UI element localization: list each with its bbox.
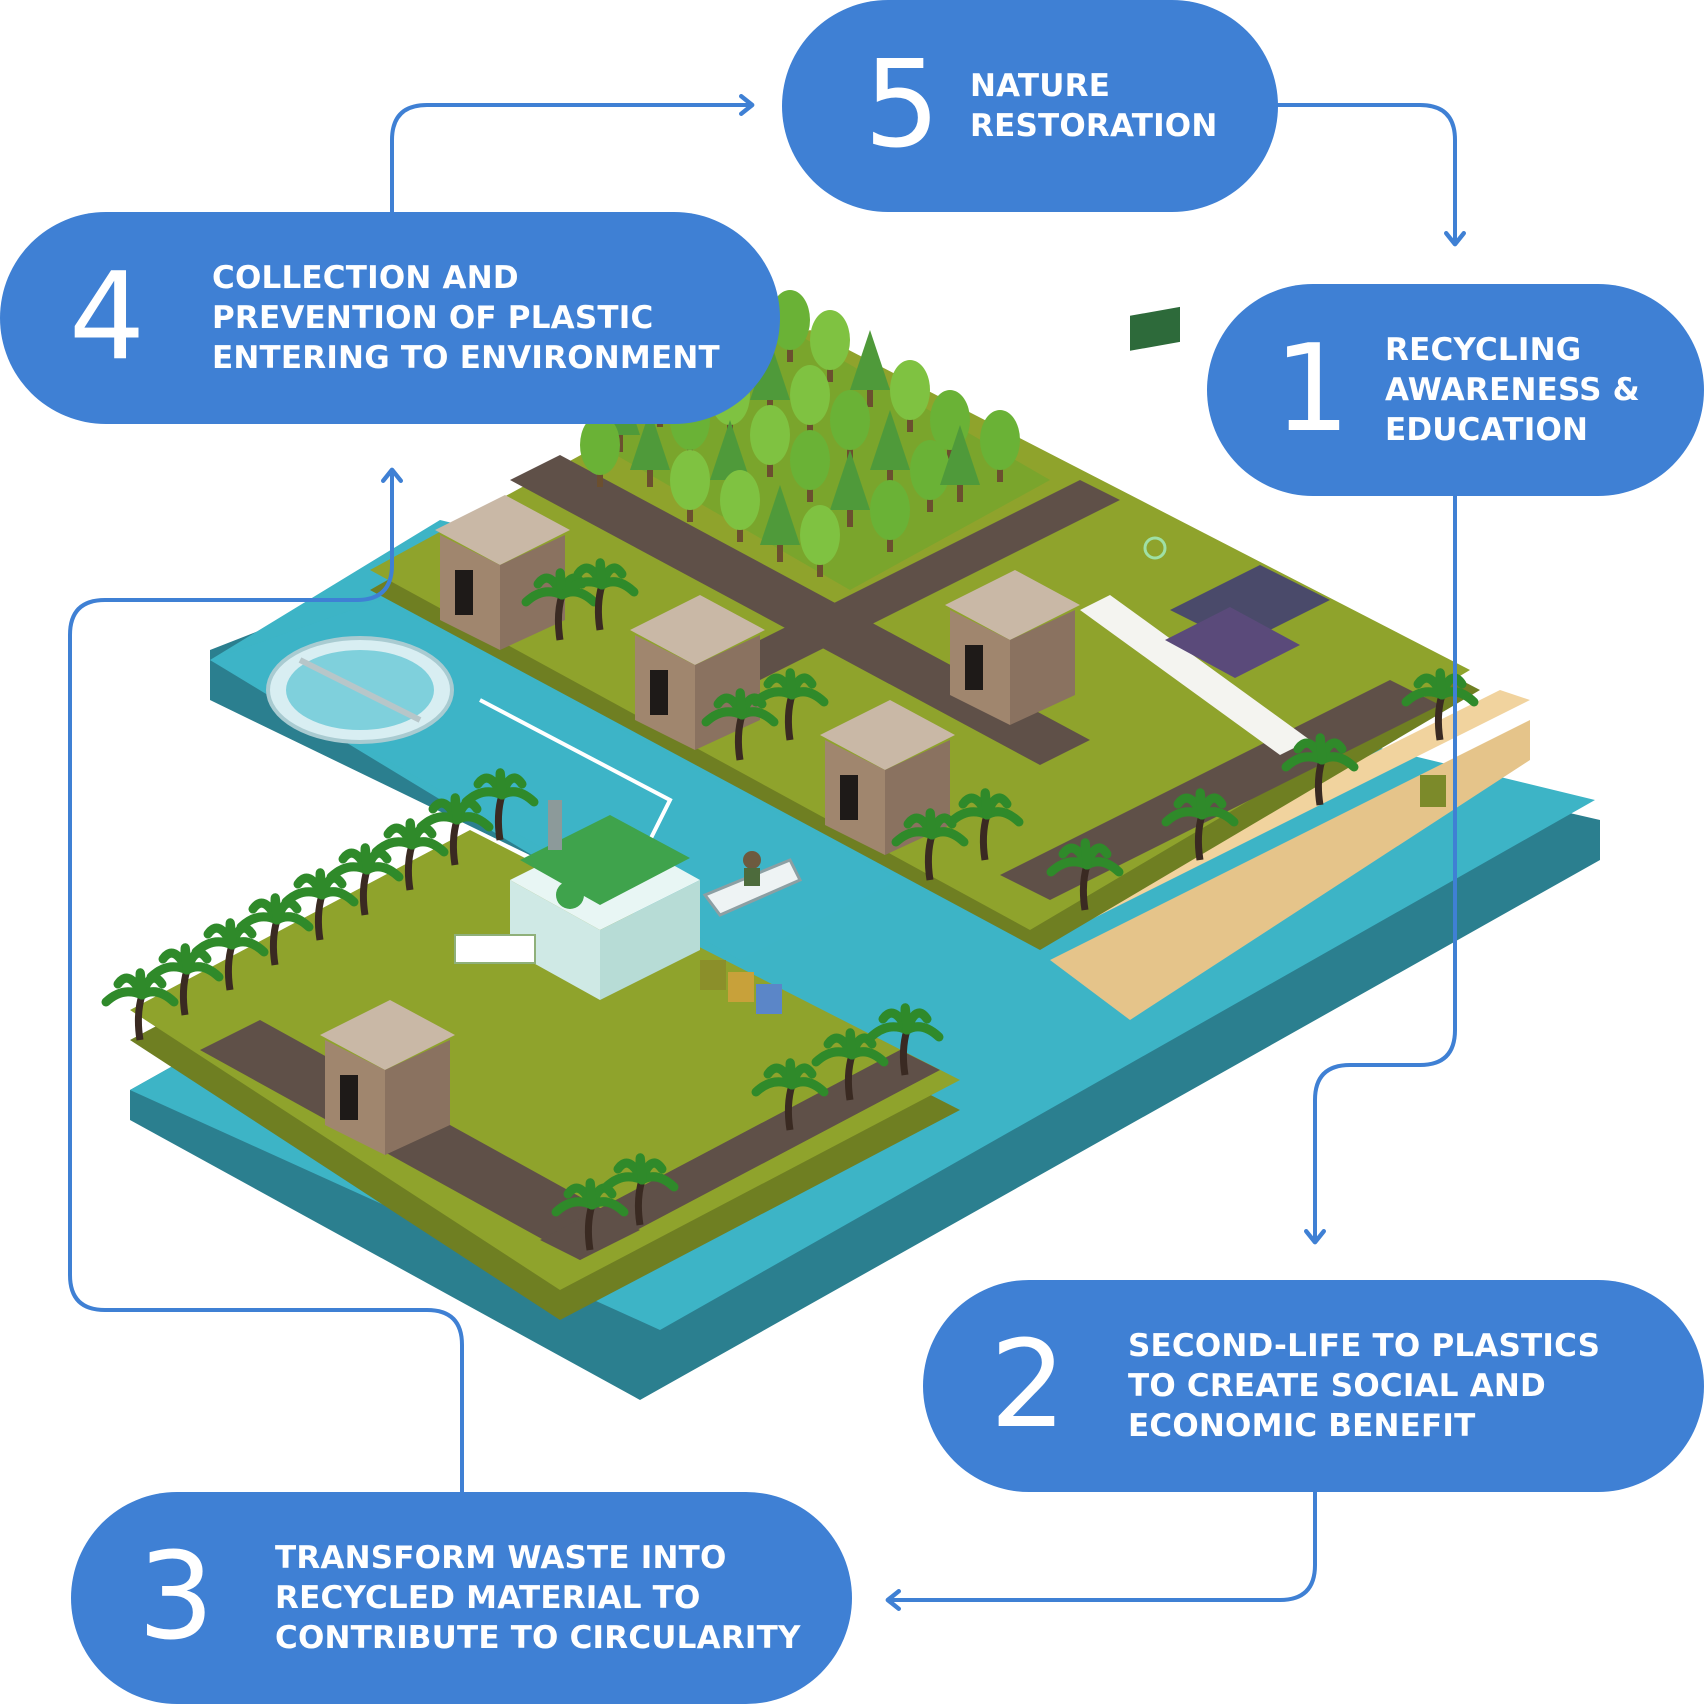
tree [850,330,890,407]
palm-tree [281,868,359,941]
tree [720,470,760,542]
tree [750,405,790,477]
step-4-pill: 4 COLLECTION AND PREVENTION OF PLASTIC E… [0,212,780,424]
palm-tree [101,968,179,1041]
step-number: 3 [137,1528,215,1667]
tree [770,290,810,362]
tree [890,360,930,432]
classroom [1130,306,1330,678]
palm-tree [551,1178,629,1251]
step-number: 2 [989,1316,1067,1455]
palm-tree [461,768,539,841]
tree [670,450,710,522]
step-title: COLLECTION AND PREVENTION OF PLASTIC ENT… [212,260,720,376]
palm-tree [866,1003,944,1076]
recycling-factory [454,800,700,1000]
step-title: TRANSFORM WASTE INTO RECYCLED MATERIAL T… [275,1540,801,1656]
step-title: NATURE RESTORATION [970,68,1218,144]
palm-tree [236,893,314,966]
tree [790,365,830,437]
tree [790,430,830,502]
palm-tree [1401,668,1479,741]
step-number: 1 [1273,320,1351,459]
recycle-icon [1143,536,1167,560]
palm-tree [811,1028,889,1101]
palm-tree [146,943,224,1016]
step-number: 5 [863,36,941,175]
tree [760,485,800,562]
tree [830,450,870,527]
connector-2-to-3 [885,1488,1317,1611]
palm-tree [1281,733,1359,806]
tree [870,480,910,552]
palm-tree [601,1153,679,1226]
connector-1-to-2 [1304,493,1457,1245]
tree [580,415,620,487]
treatment-basin [266,636,454,744]
house [320,1000,455,1155]
connector-3-to-4 [68,467,464,1494]
step-3-pill: 3 TRANSFORM WASTE INTO RECYCLED MATERIAL… [71,1492,852,1704]
connectors [68,94,1466,1611]
recycling-bins [700,775,1446,1014]
step-1-pill: 1 RECYCLING AWARENESS & EDUCATION [1207,284,1704,496]
palm-tree [326,843,404,916]
connector-4-to-5 [390,94,755,214]
step-title: SECOND-LIFE TO PLASTICS TO CREATE SOCIAL… [1128,1328,1601,1444]
palm-tree [946,788,1024,861]
palm-tree [561,558,639,631]
tree [810,310,850,382]
fishing-boat [702,851,803,917]
house [945,570,1080,725]
palm-tree [191,918,269,991]
tree [940,425,980,502]
step-5-pill: 5 NATURE RESTORATION [782,0,1278,212]
tree [800,505,840,577]
step-title: RECYCLING AWARENESS & EDUCATION [1385,332,1640,448]
tree [630,410,670,487]
palm-tree [751,1058,829,1131]
palm-trees [101,558,1479,1251]
recycle-icon [556,881,584,909]
tree [870,410,910,487]
step-number: 4 [68,248,146,387]
tree [980,410,1020,482]
connector-5-to-1 [1273,103,1466,247]
palm-tree [1046,838,1124,911]
palm-tree [1161,788,1239,861]
palm-tree [751,668,829,741]
step-2-pill: 2 SECOND-LIFE TO PLASTICS TO CREATE SOCI… [923,1280,1704,1492]
